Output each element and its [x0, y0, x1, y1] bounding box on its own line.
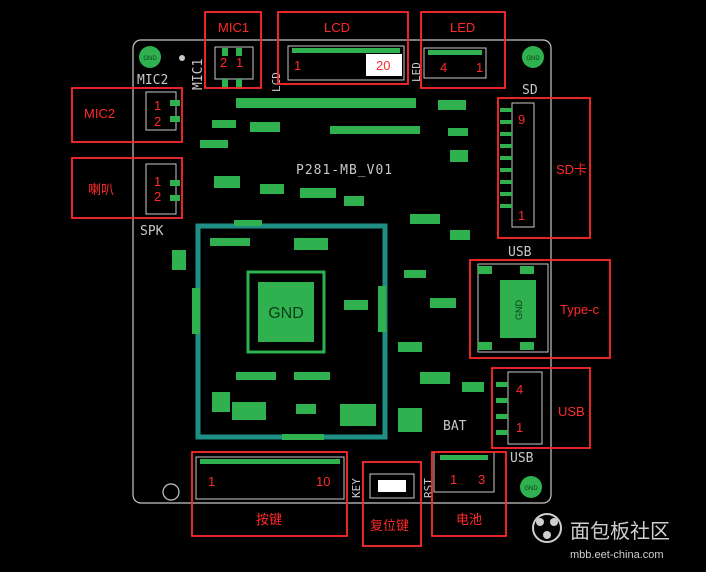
callout-battery: 1 3 电池	[431, 451, 507, 537]
passive-components	[172, 98, 484, 440]
board-name: P281-MB_V01	[296, 163, 393, 178]
callout-speaker-pin-b: 2	[154, 189, 161, 204]
callout-led-pin-a: 4	[440, 60, 447, 75]
silk-mic1: MIC1	[191, 59, 206, 90]
callout-usb-title: USB	[558, 404, 585, 419]
silk-sd: SD	[522, 83, 538, 98]
soc-outline	[246, 270, 326, 354]
silk-usb-top: USB	[508, 245, 532, 260]
watermark: 面包板社区 mbb.eet-china.com	[532, 513, 670, 561]
silk-key: KEY	[350, 478, 363, 498]
mount-label: GND	[143, 56, 157, 62]
mount-label: GND	[526, 56, 540, 62]
typec-shield	[500, 280, 536, 338]
callout-keys-pin-b: 10	[316, 474, 330, 489]
callout-battery-pin-a: 1	[450, 472, 457, 487]
callout-led-pin-b: 1	[476, 60, 483, 75]
callout-mic1-pin-b: 1	[236, 55, 243, 70]
sd-pins	[500, 108, 512, 208]
silk-bat: BAT	[443, 419, 467, 434]
speaker-connector	[145, 163, 177, 215]
watermark-logo-icon	[532, 513, 562, 543]
mount-hole-tr: GND	[522, 46, 544, 68]
sd-slot	[511, 102, 535, 228]
watermark-name: 面包板社区	[570, 520, 670, 543]
mic2-connector	[145, 91, 177, 131]
callout-usb-pin-b: 1	[516, 420, 523, 435]
callout-usb-pin-a: 4	[516, 382, 523, 397]
callout-sd-pin-b: 1	[518, 208, 525, 223]
soc-ground-pad	[258, 282, 314, 342]
silk-rst: RST	[422, 478, 435, 498]
callout-lcd-title: LCD	[324, 20, 350, 35]
typec-outline	[477, 263, 549, 353]
key-header	[195, 456, 345, 500]
callout-reset: 复位键	[362, 461, 422, 547]
callout-battery-pin-b: 3	[478, 472, 485, 487]
callout-keys: 1 10 按键	[191, 451, 348, 537]
callout-led: LED 4 1	[420, 11, 506, 89]
callout-keys-pin-a: 1	[208, 474, 215, 489]
callout-sd-card: SD卡 9 1	[497, 97, 591, 239]
callout-speaker-pin-a: 1	[154, 174, 161, 189]
callout-speaker-title: 喇叭	[88, 182, 114, 197]
lcd-pin-row	[292, 48, 400, 53]
callout-battery-title: 电池	[456, 512, 482, 527]
pin1-dot	[179, 55, 185, 61]
soc-label: GND	[268, 305, 304, 322]
reset-button-footprint	[369, 473, 415, 499]
usb-header	[507, 371, 543, 445]
silk-usb-bottom: USB	[510, 451, 534, 466]
callout-mic1: MIC1 2 1	[204, 11, 262, 89]
callout-lcd: LCD 1 20	[277, 11, 409, 85]
mount-label: GND	[524, 486, 538, 492]
mount-hole-br: GND	[520, 476, 542, 498]
lcd-connector	[287, 45, 405, 81]
callout-keys-title: 按键	[256, 512, 282, 527]
callout-mic2-pin-a: 1	[154, 98, 161, 113]
silk-spk: SPK	[140, 224, 164, 239]
mount-hole-tl: GND	[139, 46, 161, 68]
callout-sd-title: SD卡	[556, 162, 587, 177]
watermark-url: mbb.eet-china.com	[570, 549, 664, 561]
silk-lcd: LCD	[270, 72, 283, 92]
callout-mic2: MIC2 1 2	[71, 87, 183, 143]
mic1-connector	[214, 46, 254, 80]
callout-speaker: 喇叭 1 2	[71, 157, 183, 219]
mount-hole-bl	[162, 483, 180, 501]
typec-shield-label: GND	[514, 300, 524, 321]
silk-led: LED	[410, 62, 423, 82]
callout-lcd-pin-b: 20	[376, 58, 390, 73]
callout-mic2-pin-b: 2	[154, 114, 161, 129]
callout-type-c: Type-c	[469, 259, 611, 359]
callout-typec-title: Type-c	[560, 302, 600, 317]
led-connector	[423, 47, 487, 79]
board-outline	[132, 39, 552, 504]
callout-usb: USB 4 1	[491, 367, 591, 449]
callout-mic1-pin-a: 2	[220, 55, 227, 70]
callout-reset-title: 复位键	[370, 518, 409, 533]
silk-mic2: MIC2	[137, 73, 168, 88]
callout-sd-pin-a: 9	[518, 112, 525, 127]
callout-led-title: LED	[450, 20, 475, 35]
callout-lcd-pin-a: 1	[294, 58, 301, 73]
callout-mic2-title: MIC2	[84, 106, 115, 121]
callout-mic1-title: MIC1	[218, 20, 249, 35]
